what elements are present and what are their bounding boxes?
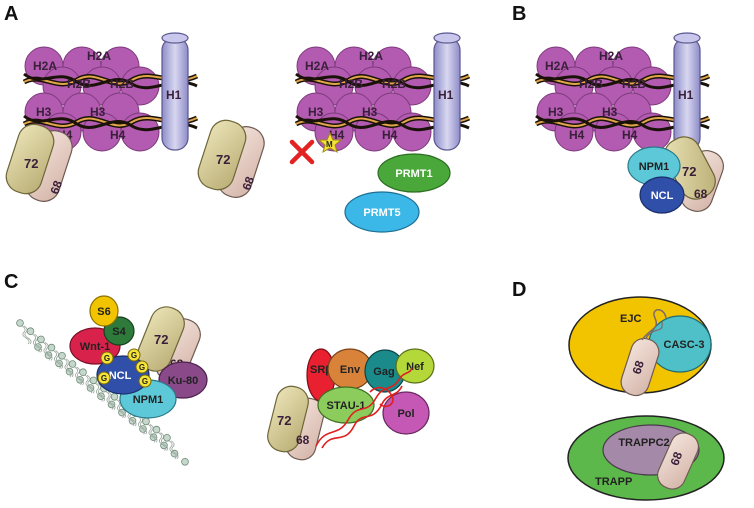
label-env: Env: [340, 364, 361, 376]
casc3-protein: CASC-3: [648, 315, 712, 373]
label-ku68: 68: [47, 178, 65, 196]
prmt1-protein: PRMT1: [377, 153, 451, 193]
label-h1: H1: [166, 88, 182, 102]
label-ku80: Ku-80: [168, 375, 199, 387]
label-h4: H4: [110, 128, 126, 142]
pol-protein: Pol: [382, 391, 430, 435]
label-ku72: 72: [216, 152, 230, 167]
srb-protein: SRβ: [306, 348, 336, 402]
ku-heterodimer-c2: 72 68: [267, 385, 325, 461]
label-npm1: NPM1: [133, 394, 164, 406]
gar-domain: G: [135, 360, 149, 374]
ku-heterodimer-a1: 72 68: [1, 119, 77, 207]
label-trappc2: TRAPPC2: [618, 437, 669, 449]
label-h4: H4: [622, 128, 638, 142]
nucleosome-a2: H2A H2A H2B H2B H3 H3 H4 H4 H1: [296, 33, 469, 151]
label-h2a: H2A: [545, 59, 569, 73]
label-ku72: 72: [682, 164, 696, 179]
label-s6: S6: [97, 306, 110, 318]
gar-domains: G G G G G: [97, 348, 152, 388]
label-h2b: H2B: [110, 77, 134, 91]
ncl-protein-b: NCL: [639, 176, 685, 214]
label-npm1: NPM1: [639, 161, 670, 173]
label-ncl: NCL: [109, 370, 132, 382]
label-ku68: 68: [694, 187, 708, 201]
label-h3: H3: [362, 105, 378, 119]
svg-text:G: G: [131, 351, 137, 360]
svg-text:G: G: [139, 363, 145, 372]
label-h4: H4: [382, 128, 398, 142]
ku68-subunit-trapp: 68: [656, 432, 700, 490]
gar-domain: G: [127, 348, 141, 362]
label-h3: H3: [90, 105, 106, 119]
ku68-subunit-ejc: 68: [620, 309, 667, 397]
gar-domain: G: [100, 351, 114, 365]
gar-domain: G: [97, 371, 111, 385]
label-ku72: 72: [24, 156, 38, 171]
panel-label-c: C: [4, 271, 18, 293]
label-ku72: 72: [154, 332, 168, 347]
label-casc3: CASC-3: [664, 339, 705, 351]
label-gag: Gag: [373, 366, 394, 378]
label-ku72: 72: [277, 413, 291, 428]
label-prmt1: PRMT1: [395, 168, 432, 180]
label-s4: S4: [112, 326, 126, 338]
label-h1: H1: [678, 88, 694, 102]
prmt5-protein: PRMT5: [344, 191, 420, 233]
label-h2b: H2B: [67, 77, 91, 91]
label-prmt5: PRMT5: [363, 207, 400, 219]
label-h2a: H2A: [599, 49, 623, 63]
label-stau1: STAU-1: [327, 400, 366, 412]
label-h2a: H2A: [87, 49, 111, 63]
rna-strand: [315, 367, 413, 449]
label-wnt1: Wnt-1: [80, 341, 111, 353]
label-h2b: H2B: [339, 77, 363, 91]
env-protein: Env: [327, 348, 373, 390]
gar-domain: G: [138, 374, 152, 388]
label-ku68: 68: [667, 450, 685, 468]
ku-heterodimer-free: 72 68: [193, 115, 269, 203]
label-h2a: H2A: [305, 59, 329, 73]
nucleosome-b: H2A H2A H2B H2B H3 H3 H4 H4 H1: [536, 33, 709, 151]
label-h2b: H2B: [382, 77, 406, 91]
svg-text:G: G: [104, 354, 110, 363]
label-trapp: TRAPP: [595, 476, 632, 488]
npm1-protein-b: NPM1: [627, 146, 681, 186]
s6-protein: S6: [89, 295, 119, 327]
block-x-icon: [289, 139, 315, 165]
label-h2a: H2A: [33, 59, 57, 73]
label-h2a: H2A: [359, 49, 383, 63]
ku-heterodimer-b: 72 68: [664, 136, 725, 212]
label-h1: H1: [438, 88, 454, 102]
label-h3: H3: [548, 105, 564, 119]
label-h4: H4: [569, 128, 585, 142]
label-ku68: 68: [239, 174, 257, 192]
label-h2b: H2B: [579, 77, 603, 91]
label-ku68: 68: [296, 433, 310, 447]
label-h3: H3: [36, 105, 52, 119]
label-ncl: NCL: [651, 190, 674, 202]
label-srb: SRβ: [310, 364, 332, 376]
stau1-protein: STAU-1: [317, 386, 375, 424]
svg-text:G: G: [101, 374, 107, 383]
methyl-mark-label: M: [326, 140, 333, 149]
nef-protein: Nef: [395, 348, 435, 384]
methyl-star-icon: M: [317, 131, 343, 154]
label-h3: H3: [602, 105, 618, 119]
svg-text:G: G: [142, 377, 148, 386]
label-ku68: 68: [629, 359, 647, 376]
panel-label-a: A: [4, 3, 18, 25]
label-h4: H4: [329, 128, 345, 142]
label-h3: H3: [308, 105, 324, 119]
label-ejc: EJC: [620, 313, 641, 325]
panel-label-d: D: [512, 279, 526, 301]
label-pol: Pol: [397, 408, 414, 420]
panel-label-b: B: [512, 3, 526, 25]
label-h2b: H2B: [622, 77, 646, 91]
